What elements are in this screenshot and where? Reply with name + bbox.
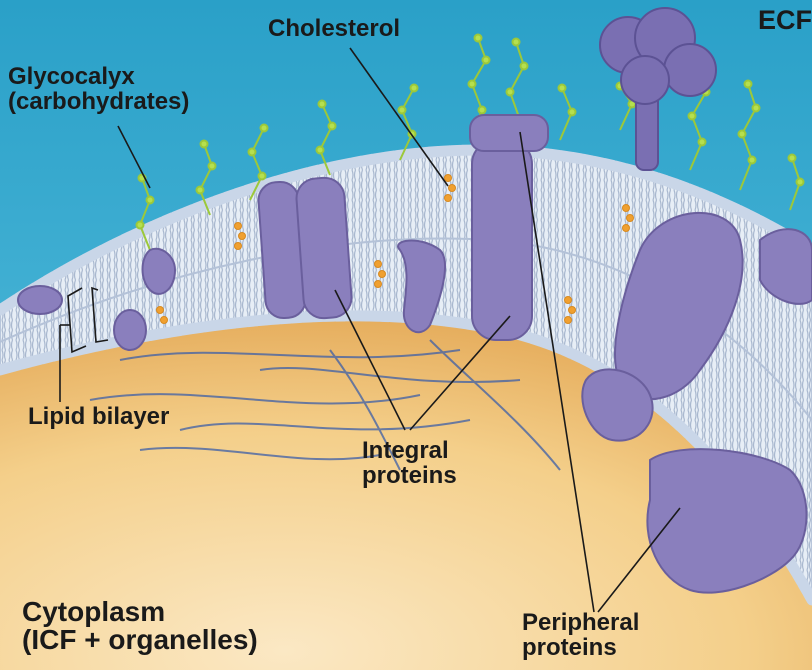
label-peripheral-line1: Peripheral — [522, 609, 640, 636]
cytoskeleton-fibres — [89, 339, 561, 471]
label-lipid-bilayer: Lipid bilayer — [28, 403, 170, 430]
label-glycocalyx-line2: (carbohydrates) — [8, 88, 190, 116]
glycoprotein-complex — [599, 7, 717, 171]
label-integral-line2: proteins — [362, 462, 457, 490]
integral-protein-shapes — [141, 114, 744, 401]
label-cytoplasm: Cytoplasm (ICF + organelles) — [22, 598, 258, 654]
leader-lines — [59, 47, 681, 613]
label-glycocalyx-line1: Glycocalyx — [8, 63, 135, 90]
peripheral-protein-shapes — [17, 228, 812, 594]
label-cytoplasm-line2: (ICF + organelles) — [22, 624, 258, 655]
label-glycocalyx: Glycocalyx (carbohydrates) — [8, 63, 190, 116]
outer-head-row — [0, 144, 812, 316]
label-cytoplasm-line1: Cytoplasm — [22, 596, 166, 627]
label-ecf: ECF — [758, 5, 812, 35]
label-integral-line1: Integral — [362, 437, 449, 464]
cholesterol-molecules — [156, 174, 634, 324]
label-peripheral-line2: proteins — [522, 634, 617, 662]
glycocalyx-chains — [135, 33, 805, 251]
label-cholesterol: Cholesterol — [268, 15, 401, 42]
label-integral-proteins: Integral proteins — [362, 437, 457, 490]
label-peripheral-proteins: Peripheral proteins — [522, 609, 640, 662]
